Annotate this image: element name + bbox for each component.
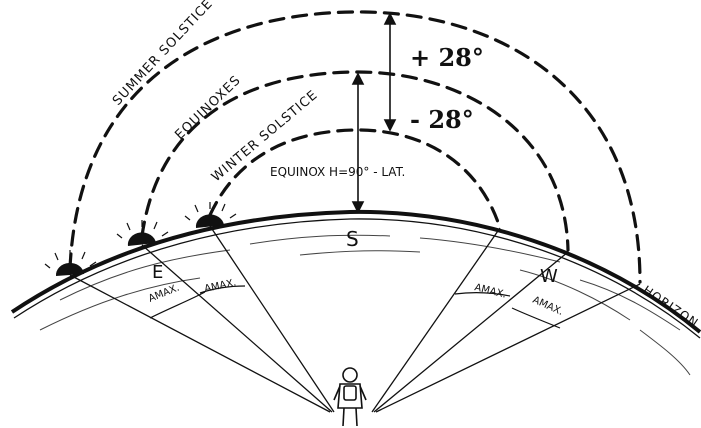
- west-label: W: [540, 266, 558, 287]
- sun-winter-rise: [184, 202, 237, 228]
- altitude-arrows: [351, 12, 397, 214]
- equinox-formula-label: EQUINOX H=90° - LAT.: [270, 165, 405, 179]
- sight-lines: [69, 225, 641, 413]
- amax-label-east-1: AMAX.: [147, 282, 181, 304]
- plus-offset-label: + 28°: [410, 43, 484, 72]
- winter-solstice-arc: [208, 128, 502, 230]
- south-label: S: [346, 227, 359, 251]
- amax-label-east-2: AMAX.: [203, 277, 237, 294]
- minus-offset-label: - 28°: [410, 105, 474, 134]
- ground-texture: [39, 234, 691, 376]
- east-label: E: [152, 262, 163, 283]
- horizon-label: HORIZON: [640, 283, 701, 330]
- sun-summer-rise: [44, 250, 97, 276]
- horizon-line: [10, 209, 701, 334]
- equinoxes-label: EQUINOXES: [172, 73, 244, 143]
- amax-label-west-1: AMAX.: [473, 282, 507, 300]
- summer-solstice-label: SUMMER SOLSTICE: [110, 0, 216, 109]
- amax-arrows: [149, 285, 561, 329]
- sun-equinox-rise: [116, 220, 169, 246]
- horizon-line-inner: [13, 218, 701, 339]
- amax-label-west-2: AMAX.: [531, 295, 565, 318]
- observer-figure: [333, 367, 367, 427]
- summer-solstice-arc: [68, 10, 642, 284]
- equinox-arc: [140, 70, 570, 252]
